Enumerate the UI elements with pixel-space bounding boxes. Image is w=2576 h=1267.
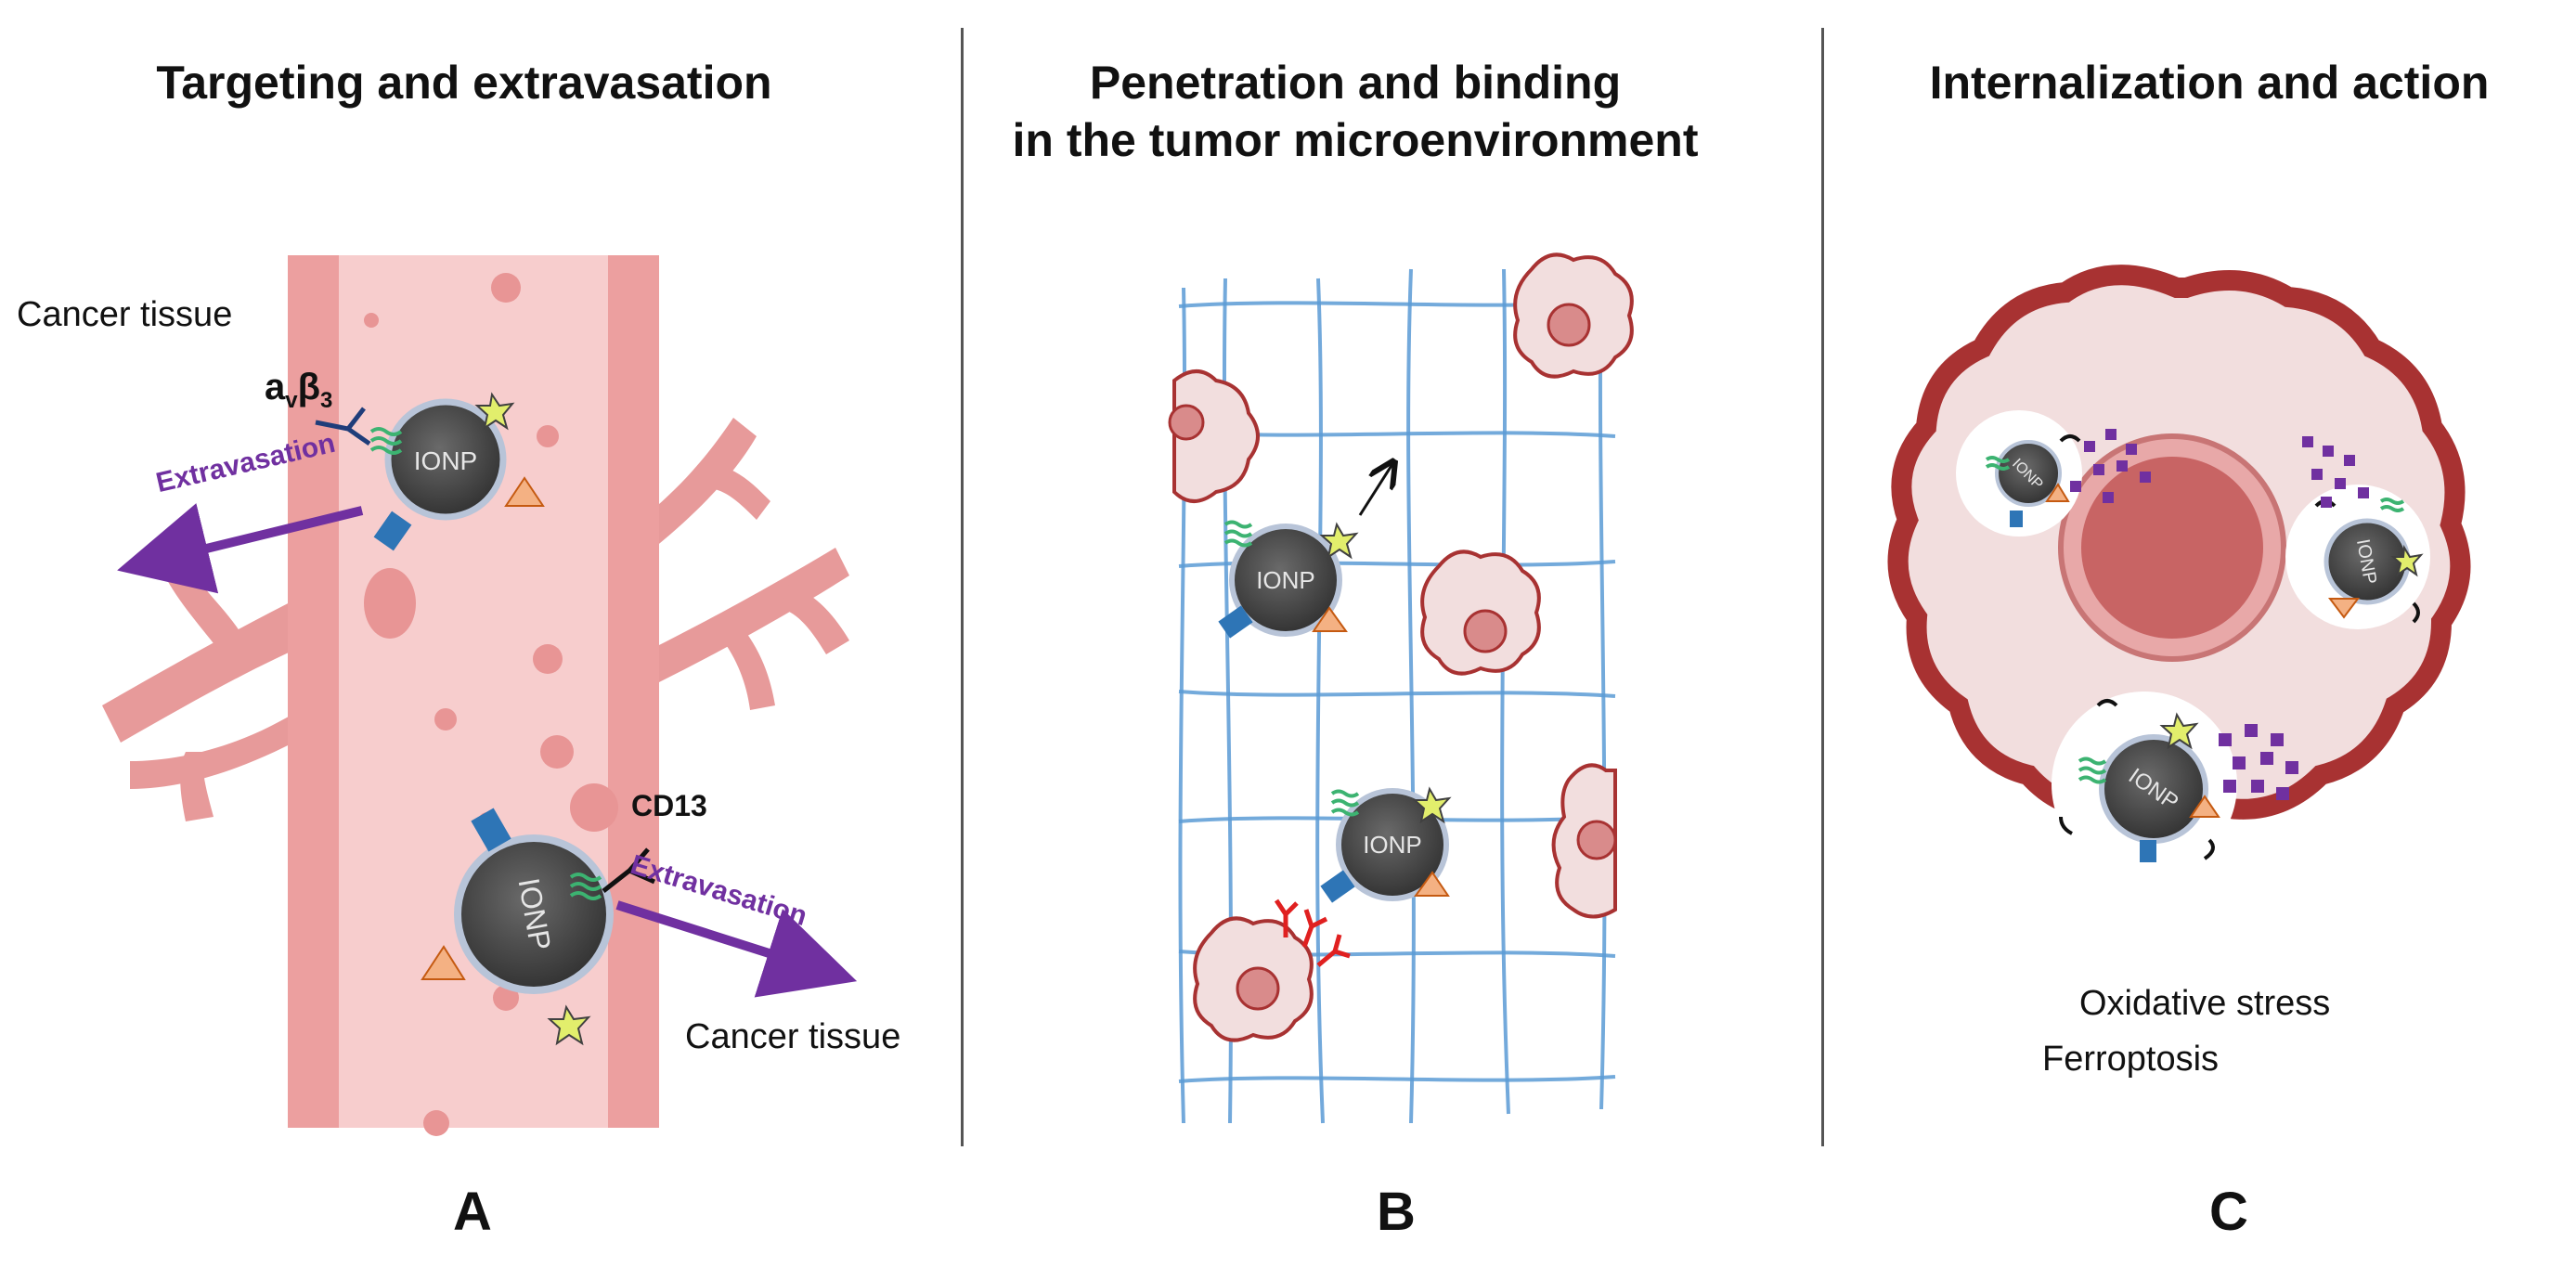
panel-b-letter: B: [1377, 1182, 1416, 1242]
panel-a-cd13-label: CD13: [631, 789, 707, 822]
panel-a-title: Targeting and extravasation: [84, 54, 845, 111]
integrin-v-sub: v: [285, 388, 298, 413]
panel-b-ionp-1-label: IONP: [1256, 566, 1315, 594]
divider-right: [1821, 28, 1824, 1146]
panel-b-title-line-1: Penetration and binding: [1089, 57, 1622, 109]
panel-b-illustration: IONP IONP: [1168, 252, 1634, 1124]
panel-c-effect-ferroptosis: Ferroptosis: [2042, 1040, 2220, 1079]
integrin-alpha: a: [265, 367, 286, 407]
panel-c-title: Internalization and action: [1847, 54, 2571, 111]
divider-left: [961, 28, 964, 1146]
panel-a-title-line-1: Targeting and extravasation: [156, 57, 772, 109]
panel-a-ionp-1-label: IONP: [414, 446, 477, 475]
panel-a-illustration: IONP IONP: [102, 255, 858, 1136]
panel-b-title: Penetration and binding in the tumor mic…: [938, 54, 1773, 169]
panel-a-integrin-label: avβ3: [265, 367, 332, 414]
panel-a-cancer-tissue-bottom: Cancer tissue: [685, 1017, 901, 1056]
panel-b-title-line-2: in the tumor microenvironment: [1012, 114, 1699, 166]
panel-b-ionp-2-label: IONP: [1363, 831, 1422, 859]
panel-a-cancer-tissue-top: Cancer tissue: [17, 295, 233, 334]
panel-c-letter: C: [2209, 1182, 2248, 1242]
panel-c-effect-oxidative-stress: Oxidative stress: [2079, 984, 2331, 1023]
panel-a-letter: A: [453, 1182, 492, 1242]
panel-c-illustration: IONP IONP IONP: [1887, 265, 2471, 877]
panel-c-title-line-1: Internalization and action: [1929, 57, 2490, 109]
integrin-beta: β: [297, 367, 321, 407]
integrin-3-sub: 3: [320, 388, 333, 413]
